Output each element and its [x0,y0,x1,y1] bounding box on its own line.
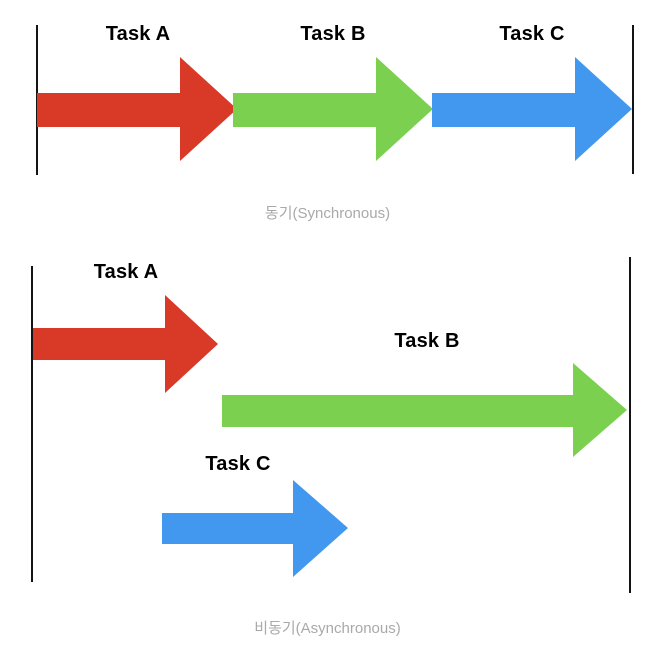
async-task-b-arrow-icon [222,363,627,457]
async-timeline-start-bar [31,266,33,582]
sync-caption: 동기(Synchronous) [264,205,391,222]
sync-task-c-arrow-icon [432,57,632,161]
async-task-a-label: Task A [93,261,159,283]
sync-task-a-label: Task A [105,23,171,45]
async-timeline-end-bar [629,257,631,593]
sync-task-b-arrow-icon [233,57,433,161]
sync-task-b-label: Task B [300,23,366,45]
sync-task-c-arrow-shape [432,57,632,161]
sync-task-a-arrow-shape [37,57,237,161]
async-task-c-arrow-shape [162,480,348,577]
sync-task-c-label: Task C [499,23,565,45]
async-task-c-label: Task C [205,453,271,475]
sync-timeline-end-bar [632,25,634,174]
sync-task-a-arrow-icon [37,57,237,161]
async-caption: 비동기(Asynchronous) [254,620,401,637]
async-task-a-arrow-icon [33,295,218,393]
async-task-b-label: Task B [394,330,460,352]
async-task-c-arrow-icon [162,480,348,577]
sync-task-b-arrow-shape [233,57,433,161]
async-task-a-arrow-shape [33,295,218,393]
async-task-b-arrow-shape [222,363,627,457]
